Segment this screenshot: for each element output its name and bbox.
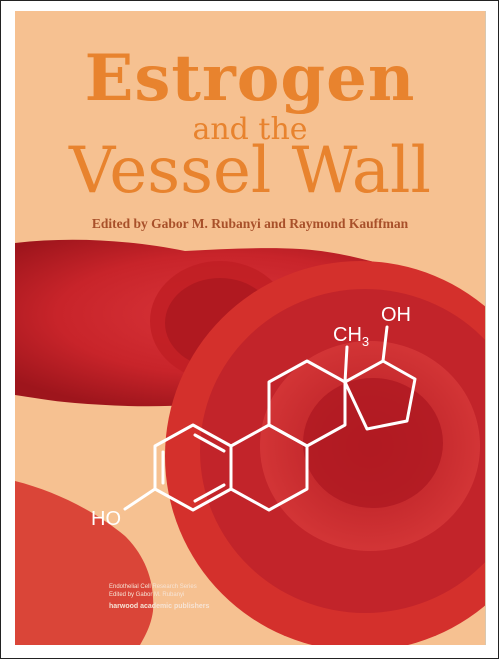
series-editor: Edited by Gabor M. Rubanyi — [109, 592, 185, 598]
molecule-label-ch: CH — [333, 324, 362, 346]
estradiol-molecule — [123, 325, 417, 512]
molecule-oh-bond — [381, 325, 389, 363]
molecule-double-bond-3 — [193, 483, 226, 503]
title-line-1: Estrogen — [84, 41, 416, 116]
title-line-3: Vessel Wall — [69, 134, 431, 208]
red-blood-cell-large-center — [303, 378, 443, 508]
red-blood-cell-lower — [15, 481, 154, 645]
cover-artwork: OH CH3 HO — [15, 11, 485, 645]
molecule-label-ch3: CH3 — [333, 324, 369, 349]
molecule-methyl-bond — [343, 345, 349, 384]
molecule-ho-bond — [123, 487, 157, 511]
series-name: Endothelial Cell Research Series — [109, 584, 197, 590]
molecule-label-ho: HO — [91, 508, 121, 530]
publisher-name: harwood academic publishers — [109, 603, 210, 610]
molecule-label-oh: OH — [381, 304, 411, 326]
molecule-double-bond-2 — [193, 433, 226, 453]
molecule-ring-d — [343, 359, 417, 431]
molecule-label-ch3-subscript: 3 — [362, 334, 369, 349]
editors-credit: Edited by Gabor M. Rubanyi and Raymond K… — [91, 216, 409, 231]
title-line-2: and the — [192, 112, 308, 147]
book-cover: OH CH3 HO Estrogen and the Vessel Wall E… — [15, 11, 486, 645]
